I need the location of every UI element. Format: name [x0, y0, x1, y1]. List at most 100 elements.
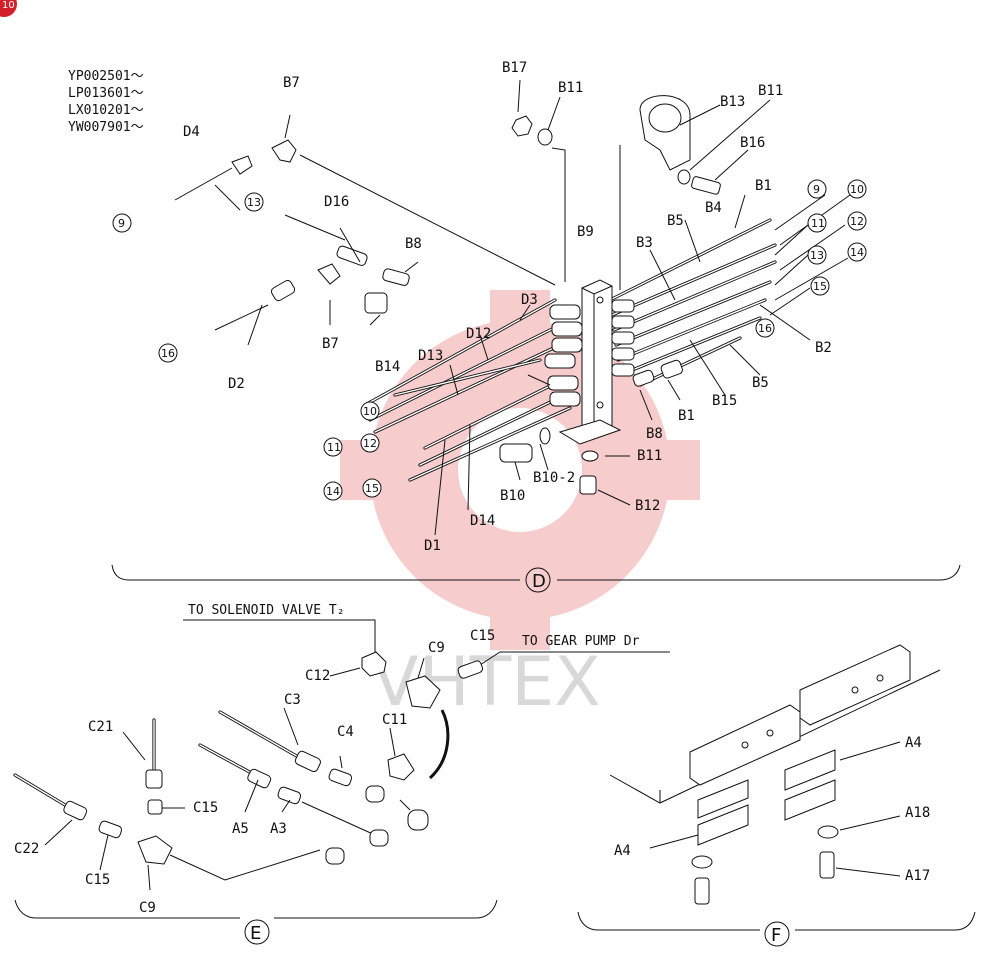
section-d-drawing	[111, 79, 961, 593]
circled-number: 9	[112, 213, 132, 233]
part-label: B15	[712, 393, 737, 409]
part-label: D16	[324, 194, 349, 210]
part-label: B1	[678, 408, 695, 424]
part-label: D3	[521, 292, 538, 308]
circled-number: 15	[362, 478, 382, 498]
svg-text:9: 9	[118, 217, 125, 230]
part-label: B11	[558, 80, 583, 96]
manifold-fittings	[544, 299, 635, 407]
section-f-drawing	[577, 644, 976, 947]
part-label: B5	[667, 213, 684, 229]
svg-text:9: 9	[813, 183, 820, 196]
part-label: B8	[646, 426, 663, 442]
part-label: B7	[322, 336, 339, 352]
part-label: C21	[88, 719, 113, 735]
circled-number: 13	[807, 245, 827, 265]
right-pipe-bundle	[608, 218, 777, 387]
svg-text:11: 11	[327, 441, 341, 454]
part-label: A4	[905, 735, 922, 751]
part-label: B13	[720, 94, 745, 110]
svg-text:14: 14	[326, 485, 340, 498]
svg-text:16: 16	[758, 322, 772, 335]
part-label: B2	[815, 340, 832, 356]
part-label: D14	[470, 513, 495, 529]
note-to-solenoid-valve: TO SOLENOID VALVE T₂	[188, 603, 345, 618]
part-label: D4	[183, 124, 200, 140]
part-label: A5	[232, 821, 249, 837]
serial-number: YW007901～	[68, 120, 144, 135]
circled-number: 14	[323, 481, 343, 501]
circled-number: 10	[847, 179, 867, 199]
part-label: A18	[905, 805, 930, 821]
part-label: B8	[405, 236, 422, 252]
section-e-drawing	[13, 619, 670, 945]
loose-parts	[174, 95, 721, 495]
left-pipe-bundle	[363, 298, 572, 482]
manifold-block	[558, 279, 622, 445]
part-label: D2	[228, 376, 245, 392]
svg-text:13: 13	[247, 196, 261, 209]
part-label: B4	[705, 200, 722, 216]
serial-number: LP013601～	[68, 86, 144, 101]
part-label: B1	[755, 178, 772, 194]
part-label: C15	[85, 872, 110, 888]
part-label: B10	[500, 488, 525, 504]
part-label: B12	[635, 498, 660, 514]
svg-text:13: 13	[810, 249, 824, 262]
part-label: B5	[752, 375, 769, 391]
part-label: A3	[270, 821, 287, 837]
svg-text:10: 10	[363, 405, 377, 418]
part-label: C12	[305, 668, 330, 684]
svg-text:12: 12	[363, 437, 377, 450]
part-label: A17	[905, 868, 930, 884]
part-label: C15	[470, 628, 495, 644]
part-label: B9	[577, 224, 594, 240]
serial-number-list: YP002501～ LP013601～ LX010201～ YW007901～	[68, 69, 144, 135]
part-label: D1	[424, 538, 441, 554]
circled-number: 13	[244, 192, 264, 212]
circled-number: 11	[323, 437, 343, 457]
section-d-labels: B17 B11 B13 B11 B16 B1 B4 B5 B3 B9 B7 D4…	[183, 60, 832, 592]
part-label: C22	[14, 841, 39, 857]
circled-number: 12	[360, 433, 380, 453]
svg-text:10: 10	[850, 183, 864, 196]
part-label: B16	[740, 135, 765, 151]
part-label: C4	[337, 724, 354, 740]
part-label: C9	[428, 640, 445, 656]
part-label: B11	[637, 448, 662, 464]
leader-lines-d	[214, 79, 851, 536]
circled-number: 15	[810, 276, 830, 296]
part-label: B14	[375, 359, 400, 375]
circled-numbers: 9 13 16 10 11 12 14 15 9 10 11 12 13 14 …	[112, 179, 867, 501]
section-e-marker: E	[250, 923, 261, 944]
part-label: A4	[614, 843, 631, 859]
circled-number: 12	[847, 211, 867, 231]
circled-number: 16	[158, 343, 178, 363]
part-label: B7	[283, 75, 300, 91]
corner-badge: 10	[0, 0, 17, 17]
circled-number: 16	[755, 318, 775, 338]
part-label: C3	[284, 692, 301, 708]
svg-text:14: 14	[850, 246, 864, 259]
corner-badge-text: 10	[2, 0, 15, 11]
serial-number: YP002501～	[68, 69, 144, 84]
circled-number: 11	[807, 213, 827, 233]
section-f-marker: F	[771, 925, 781, 946]
section-d-marker: D	[532, 571, 546, 592]
svg-text:15: 15	[813, 280, 827, 293]
circled-number: 14	[847, 242, 867, 262]
svg-text:15: 15	[365, 482, 379, 495]
section-f-labels: A4 A4 A18 A17 F	[614, 735, 930, 946]
part-label: C15	[193, 800, 218, 816]
section-e-labels: TO SOLENOID VALVE T₂ TO GEAR PUMP Dr C12…	[14, 603, 640, 944]
svg-text:16: 16	[161, 347, 175, 360]
svg-text:12: 12	[850, 215, 864, 228]
part-label: B11	[758, 83, 783, 99]
note-to-gear-pump: TO GEAR PUMP Dr	[522, 634, 640, 649]
serial-number: LX010201～	[68, 103, 144, 118]
part-label: D13	[418, 348, 443, 364]
svg-text:11: 11	[811, 217, 825, 230]
part-label: B10-2	[533, 470, 575, 486]
part-label: B3	[636, 235, 653, 251]
